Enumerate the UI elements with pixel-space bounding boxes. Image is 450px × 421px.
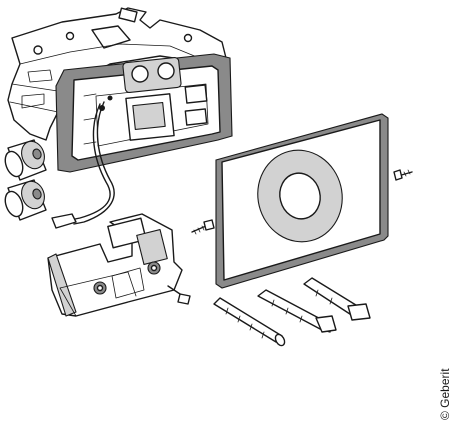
copyright-notice: © Geberit [438,368,450,420]
mounting-frame-bracket [7,7,227,141]
fixing-rod-2 [257,289,337,333]
cover-plate [215,113,389,289]
actuator-module-frame [55,53,233,173]
screw-left [191,219,215,235]
fixing-rod-1 [213,297,286,347]
screw-right [393,169,413,181]
sensor-cable [51,101,115,229]
control-module-housing [47,213,191,317]
fixing-rod-3 [303,277,371,321]
battery-cell-upper [4,139,47,181]
battery-cell-lower [4,179,47,221]
